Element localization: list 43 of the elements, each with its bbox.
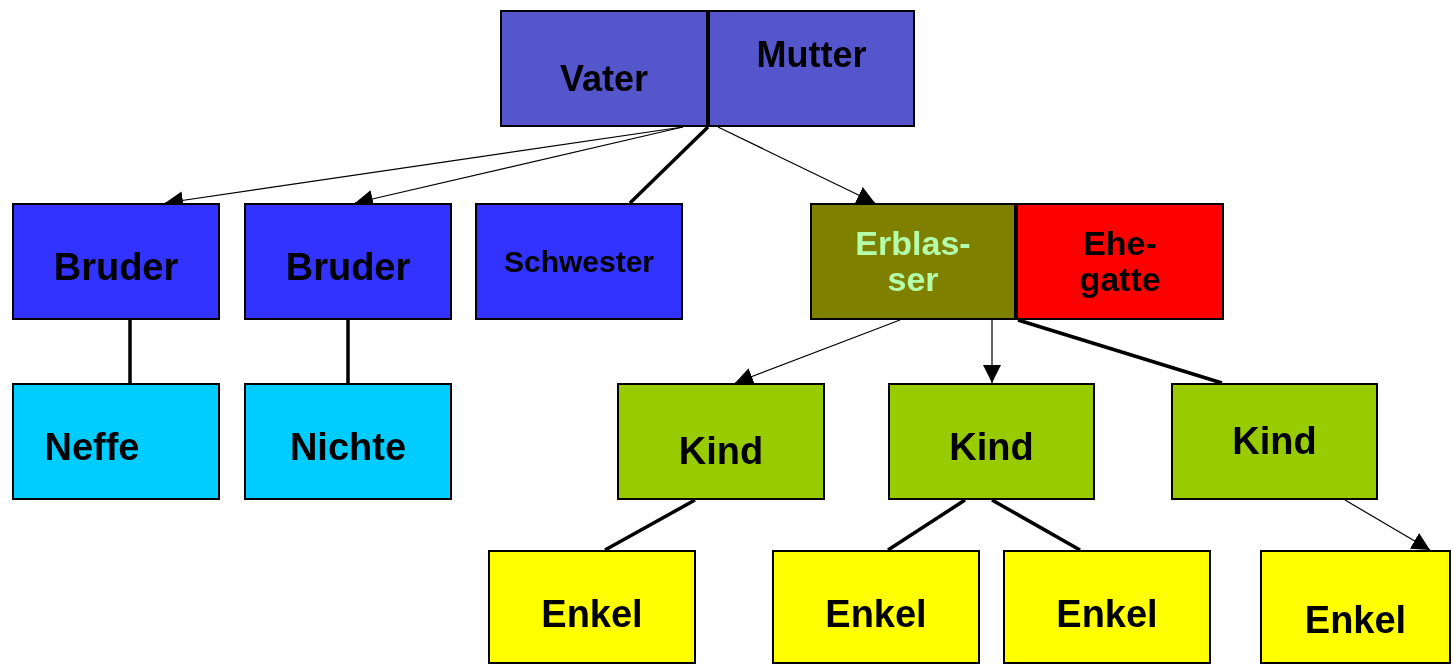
person-label: Bruder xyxy=(285,247,411,288)
connector-line xyxy=(887,498,966,552)
arrow xyxy=(983,319,1001,384)
person-box xyxy=(810,203,1016,320)
person-label: Enkel xyxy=(1056,595,1158,635)
person-label: Neffe xyxy=(44,427,140,468)
connector-line xyxy=(628,125,710,205)
person-box xyxy=(1171,383,1378,500)
arrow xyxy=(1344,499,1431,551)
person-label: Erblas- ser xyxy=(854,225,972,298)
person-label: Ehe- gatte xyxy=(1078,225,1162,298)
person-box xyxy=(617,383,825,500)
person-box xyxy=(12,383,220,500)
arrow xyxy=(717,126,876,204)
person-label: Schwester xyxy=(503,245,655,278)
arrow xyxy=(734,319,901,385)
person-box xyxy=(1003,550,1211,664)
connector-line xyxy=(604,498,696,552)
connector-line xyxy=(1017,318,1223,385)
person-label: Kind xyxy=(949,427,1034,468)
person-label: Enkel xyxy=(541,595,643,635)
connector-line xyxy=(991,498,1081,552)
person-label: Mutter xyxy=(756,35,867,74)
person-label: Vater xyxy=(559,59,649,98)
person-box xyxy=(1016,203,1224,320)
person-label: Enkel xyxy=(825,595,927,635)
connector-line xyxy=(346,320,350,383)
person-label: Bruder xyxy=(53,247,179,288)
person-box xyxy=(500,10,708,127)
person-label: Kind xyxy=(678,431,764,472)
person-box xyxy=(475,203,683,320)
person-box xyxy=(244,203,452,320)
person-box xyxy=(488,550,696,664)
person-label: Kind xyxy=(1232,421,1317,462)
person-box xyxy=(1260,550,1451,664)
connector-line xyxy=(128,320,132,383)
person-box xyxy=(772,550,980,664)
person-label: Nichte xyxy=(289,427,407,468)
person-box xyxy=(888,383,1095,500)
person-box xyxy=(708,10,915,127)
person-label: Enkel xyxy=(1304,601,1407,641)
person-box xyxy=(12,203,220,320)
person-box xyxy=(244,383,452,500)
